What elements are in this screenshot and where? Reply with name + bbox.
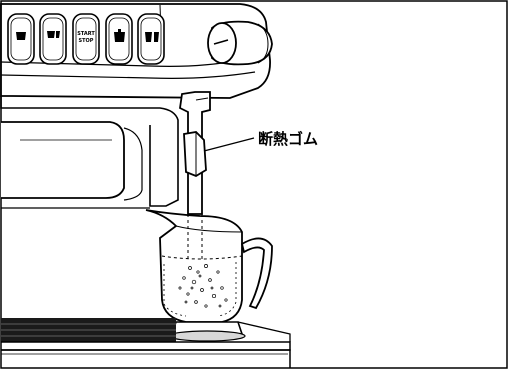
- button-single-cup[interactable]: [7, 13, 35, 65]
- insulating-rubber: [183, 131, 207, 178]
- start-stop-icon: START STOP: [77, 31, 95, 44]
- button-large-cup[interactable]: [105, 13, 133, 65]
- button-start-stop[interactable]: START STOP: [72, 13, 100, 65]
- milk-foam-bubbles: [178, 264, 228, 308]
- start-label: START: [77, 31, 95, 37]
- cup-one-icon: [16, 32, 26, 40]
- pitcher-base: [168, 321, 246, 342]
- button-double-large-cup[interactable]: [137, 13, 165, 65]
- callout-label: 断熱ゴム: [258, 130, 318, 148]
- machine-side-housing: [0, 96, 179, 209]
- stop-label: STOP: [79, 38, 94, 44]
- insulating-rubber-callout: 断熱ゴム: [203, 130, 318, 152]
- milk-pitcher: [145, 209, 273, 323]
- button-two-cups[interactable]: [39, 13, 67, 65]
- callout-leader-line: [203, 137, 255, 152]
- cup-double-large-icon: [145, 32, 159, 42]
- cup-two-icon: [47, 31, 60, 38]
- steam-knob[interactable]: [207, 20, 273, 66]
- drip-tray: [1, 318, 291, 368]
- machine-top-panel: [0, 3, 271, 99]
- cup-large-icon: [114, 29, 125, 42]
- control-buttons: START STOP: [7, 13, 165, 65]
